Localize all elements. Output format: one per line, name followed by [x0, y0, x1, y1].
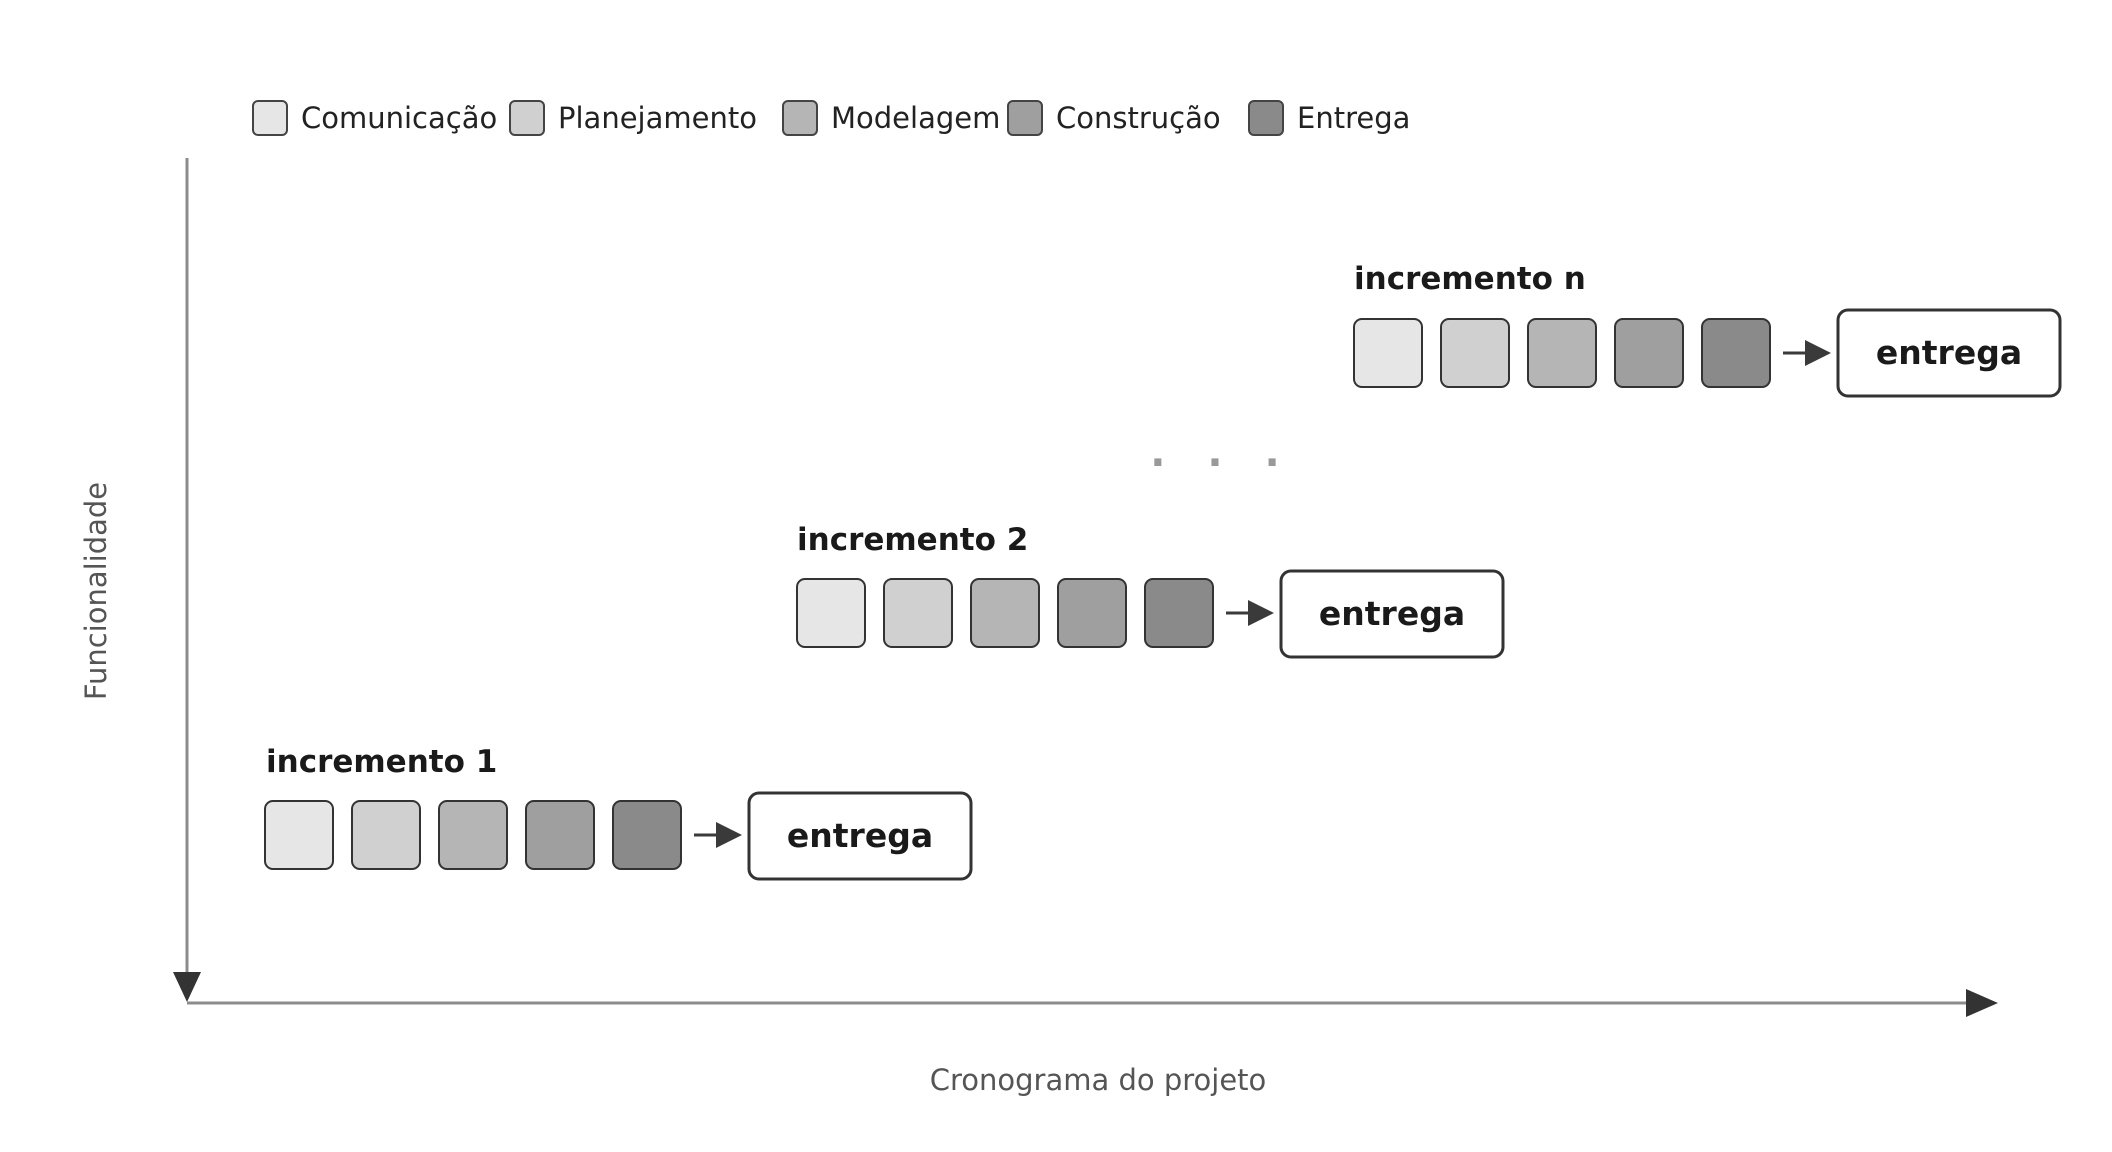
- x-axis-label: Cronograma do projeto: [930, 1063, 1267, 1097]
- phase-modelagem: [970, 578, 1040, 648]
- increment-n: incremento n entrega: [1353, 261, 2062, 398]
- legend-swatch: [782, 100, 818, 136]
- phase-entrega: [1144, 578, 1214, 648]
- phase-planejamento: [351, 800, 421, 870]
- legend-swatch: [1248, 100, 1284, 136]
- flow-arrowhead: [1805, 340, 1831, 366]
- delivery-label: entrega: [787, 816, 933, 855]
- legend-swatch: [1007, 100, 1043, 136]
- increment-title: incremento n: [1354, 261, 1586, 297]
- legend-swatch: [509, 100, 545, 136]
- legend-item-modelagem: Modelagem: [782, 100, 1000, 136]
- delivery-box: [1279, 569, 1505, 659]
- increment-title: incremento 2: [797, 522, 1028, 558]
- delivery-label: entrega: [1319, 594, 1465, 633]
- phase-entrega: [1701, 318, 1771, 388]
- phase-planejamento: [1440, 318, 1510, 388]
- ellipsis: . . .: [1150, 430, 1293, 476]
- phase-comunicacao: [1353, 318, 1423, 388]
- legend: Comunicação Planejamento Modelagem Const…: [252, 100, 1410, 136]
- legend-label: Modelagem: [831, 101, 1000, 135]
- phase-comunicacao: [264, 800, 334, 870]
- phase-planejamento: [883, 578, 953, 648]
- legend-item-construcao: Construção: [1007, 100, 1221, 136]
- y-axis-label: Funcionalidade: [79, 482, 113, 700]
- legend-swatch: [252, 100, 288, 136]
- legend-item-planejamento: Planejamento: [509, 100, 757, 136]
- flow-arrowhead: [716, 822, 742, 848]
- delivery-label: entrega: [1876, 333, 2022, 372]
- legend-item-entrega: Entrega: [1248, 100, 1410, 136]
- phase-comunicacao: [796, 578, 866, 648]
- legend-label: Entrega: [1297, 101, 1410, 135]
- phase-construcao: [1614, 318, 1684, 388]
- legend-label: Planejamento: [558, 101, 757, 135]
- x-axis-arrowhead: [1966, 989, 1998, 1017]
- delivery-box: [1836, 308, 2062, 398]
- increment-2: incremento 2 entrega: [796, 522, 1505, 659]
- delivery-box: [747, 791, 973, 881]
- flow-arrowhead: [1248, 600, 1274, 626]
- legend-label: Comunicação: [301, 101, 497, 135]
- phase-modelagem: [1527, 318, 1597, 388]
- phase-entrega: [612, 800, 682, 870]
- phase-construcao: [1057, 578, 1127, 648]
- axes: Cronograma do projeto Funcionalidade: [79, 158, 1998, 1097]
- y-axis-arrowhead: [173, 972, 201, 1002]
- increment-1: incremento 1 entrega: [264, 744, 973, 881]
- legend-label: Construção: [1056, 101, 1221, 135]
- phase-construcao: [525, 800, 595, 870]
- increment-title: incremento 1: [266, 744, 497, 780]
- phase-modelagem: [438, 800, 508, 870]
- legend-item-comunicacao: Comunicação: [252, 100, 497, 136]
